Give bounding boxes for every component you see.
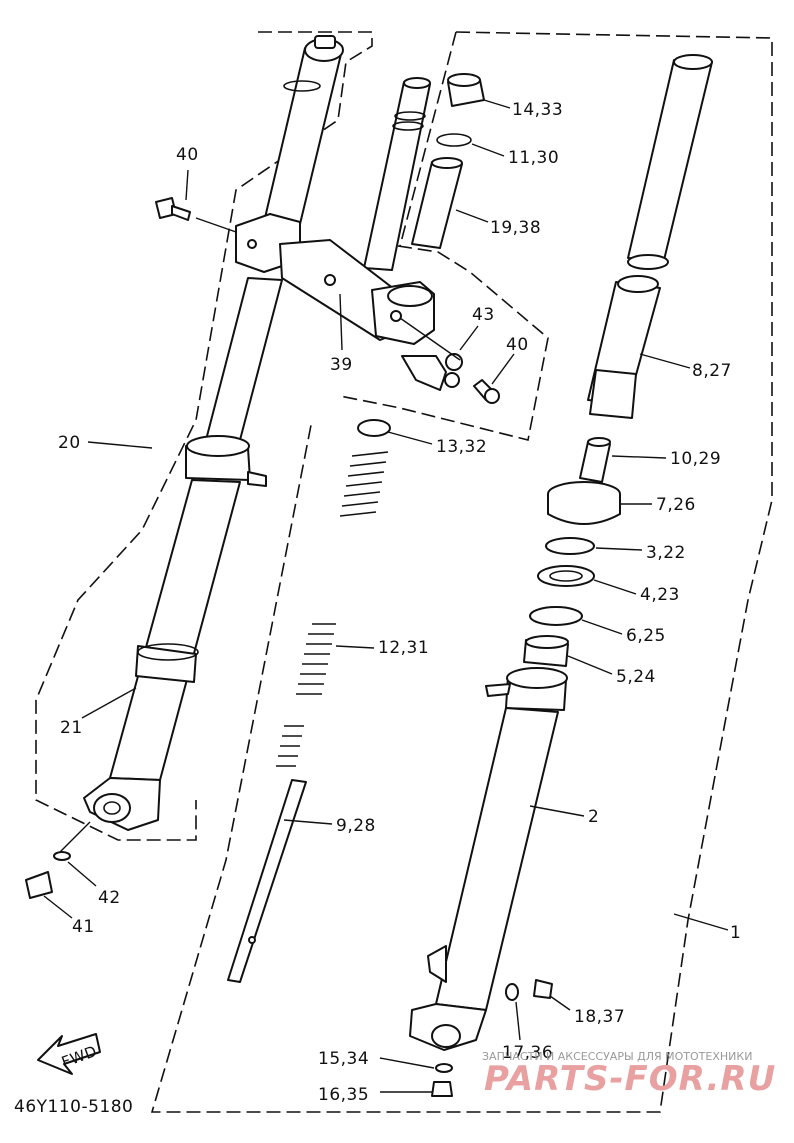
callout-label: 1 (730, 923, 741, 943)
watermark-tagline: ЗАПЧАСТИ И АКСЕССУАРЫ ДЛЯ МОТОТЕХНИКИ (482, 1050, 752, 1063)
callout-labels: 14,33 11,30 19,38 40 43 40 39 8,27 20 13… (58, 100, 741, 1105)
lower-leg-2 (409, 667, 568, 1097)
outer-tube-parts (523, 54, 713, 667)
diagram-code: 46Y110-5180 (14, 1097, 133, 1117)
callout-label: 11,30 (508, 148, 559, 168)
upper-bracket-39 (235, 77, 435, 345)
callout-label: 16,35 (318, 1085, 369, 1105)
springs-and-rod (227, 419, 391, 983)
callout-label: 7,26 (656, 495, 696, 515)
callout-label: 5,24 (616, 667, 656, 687)
callout-label: 12,31 (378, 638, 429, 658)
watermark-logo: PARTS-FOR.RU (484, 1059, 776, 1099)
callout-label: 18,37 (574, 1007, 625, 1027)
callout-label: 42 (98, 888, 121, 908)
callout-label: 20 (58, 433, 81, 453)
callout-label: 15,34 (318, 1049, 369, 1069)
callout-label: 2 (588, 807, 599, 827)
assembly-outlines (35, 31, 773, 1113)
callout-label: 17,36 (502, 1043, 553, 1063)
callout-label: 14,33 (512, 100, 563, 120)
callout-label: 6,25 (626, 626, 666, 646)
callout-label: 43 (472, 305, 495, 325)
callout-label: 9,28 (336, 816, 376, 836)
callout-label: 40 (506, 335, 529, 355)
callout-label: 41 (72, 917, 95, 937)
callout-label: 10,29 (670, 449, 721, 469)
callout-label: 4,23 (640, 585, 680, 605)
cap-and-spacer (411, 73, 485, 249)
callout-label: 21 (60, 718, 83, 738)
fwd-arrow: FWD (37, 1033, 101, 1075)
callout-label: 39 (330, 355, 353, 375)
callout-label: 40 (176, 145, 199, 165)
axle-bolt-41-42 (25, 851, 71, 899)
clamp-bolts (155, 197, 500, 404)
callout-label: 19,38 (490, 218, 541, 238)
callout-label: 13,32 (436, 437, 487, 457)
watermark: ЗАПЧАСТИ И АКСЕССУАРЫ ДЛЯ МОТОТЕХНИКИ PA… (482, 1050, 776, 1099)
leader-lines (43, 99, 729, 1093)
callout-label: 3,22 (646, 543, 686, 563)
callout-label: 8,27 (692, 361, 732, 381)
fork-leg-assembled (83, 35, 344, 831)
